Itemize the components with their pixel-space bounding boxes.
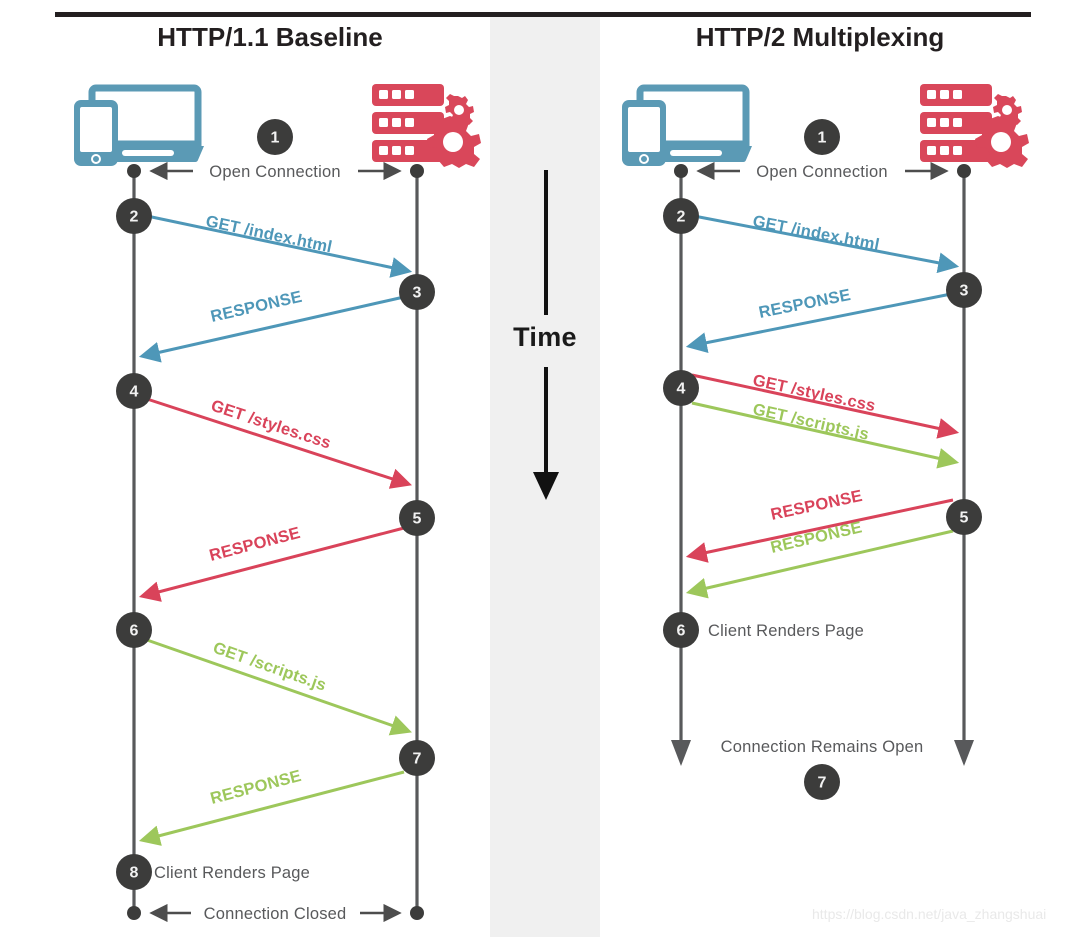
step-badge-5-right-number: 5 [960,510,969,527]
step-badge-3-left: 3 [399,274,435,310]
step-badge-1-left-number: 1 [271,130,280,147]
arrow-get-index-html-right [693,214,960,274]
step-badge-6-right: 6 [663,612,699,648]
step-badge-7-right-number: 7 [818,775,827,792]
step-badge-2-left-number: 2 [130,209,139,226]
step-badge-5-left-number: 5 [413,511,422,528]
arrow-response-scripts [138,770,405,846]
client-renders-page-note-right: Client Renders Page [708,622,864,640]
page-title-http11: HTTP/1.1 Baseline [157,22,383,52]
client-devices-icon [66,82,206,175]
arrow-response-index-right [685,292,952,354]
time-axis-label: Time [513,322,577,352]
time-axis-line-bottom [544,367,548,477]
arrow-response-styles [138,526,405,602]
top-divider-rule [55,12,1031,17]
label-get-index-html-right: GET /index.html [751,212,881,254]
step-badge-8-left-number: 8 [130,865,139,882]
arrow-response-index [138,295,405,363]
step-badge-3-right-number: 3 [960,283,969,300]
step-badge-6-left-number: 6 [130,623,139,640]
step-badge-1-left: 1 [257,119,293,155]
step-badge-2-right: 2 [663,198,699,234]
step-badge-5-left: 5 [399,500,435,536]
client-endpoint-dot-top [127,164,141,178]
label-response-index: RESPONSE [209,288,304,326]
step-badge-7-left: 7 [399,740,435,776]
step-badge-7-left-number: 7 [413,751,422,768]
client-renders-page-note-left: Client Renders Page [154,864,310,882]
label-response-scripts-right: RESPONSE [769,518,864,557]
step-badge-1-right: 1 [804,119,840,155]
time-axis-line-top [544,170,548,315]
arrow-response-scripts-right [685,529,954,599]
arrow-get-index-html [146,214,413,278]
connection-closed-label: Connection Closed [204,905,347,923]
client-endpoint-dot-bottom [127,906,141,920]
step-badge-2-left: 2 [116,198,152,234]
server-rack-gears-icon [370,80,482,177]
arrow-response-styles-right [685,498,954,563]
step-badge-3-left-number: 3 [413,285,422,302]
open-connection-label-right: Open Connection [756,163,887,181]
step-badge-6-right-number: 6 [677,623,686,640]
arrow-get-styles-css-right [691,373,960,439]
step-badge-4-right: 4 [663,370,699,406]
client-lifeline-arrowhead-right [671,740,691,766]
step-badge-4-left-number: 4 [130,384,139,401]
server-endpoint-dot-top [410,164,424,178]
client-devices-icon-right [614,82,754,175]
step-badge-6-left: 6 [116,612,152,648]
step-badge-4-right-number: 4 [677,381,686,398]
step-badge-4-left: 4 [116,373,152,409]
step-badge-1-right-number: 1 [818,130,827,147]
http2-multiplexing-sequence: Open Connection GET /index.html RESPONSE… [663,119,982,800]
arrow-get-scripts-js [146,638,412,736]
server-lifeline-arrowhead-right [954,740,974,766]
open-connection-label: Open Connection [209,163,340,181]
arrow-get-styles-css [146,397,412,489]
connection-remains-open-label: Connection Remains Open [721,738,924,756]
step-badge-8-left: 8 [116,854,152,890]
client-endpoint-dot-top-right [674,164,688,178]
watermark-text: https://blog.csdn.net/java_zhangshuai [812,906,1047,922]
label-get-scripts-js: GET /scripts.js [211,639,329,695]
server-rack-gears-icon-right [918,80,1030,177]
label-response-styles-right: RESPONSE [769,487,864,524]
page-title-http2: HTTP/2 Multiplexing [695,22,945,52]
step-badge-3-right: 3 [946,272,982,308]
arrow-get-scripts-js-right [691,401,960,469]
label-get-index-html: GET /index.html [204,212,334,256]
server-endpoint-dot-bottom [410,906,424,920]
step-badge-7-right: 7 [804,764,840,800]
server-endpoint-dot-top-right [957,164,971,178]
http11-baseline-sequence: Open Connection GET /index.html RESPONSE… [116,119,435,923]
step-badge-2-right-number: 2 [677,209,686,226]
time-axis-arrowhead-icon [533,472,559,500]
step-badge-5-right: 5 [946,499,982,535]
